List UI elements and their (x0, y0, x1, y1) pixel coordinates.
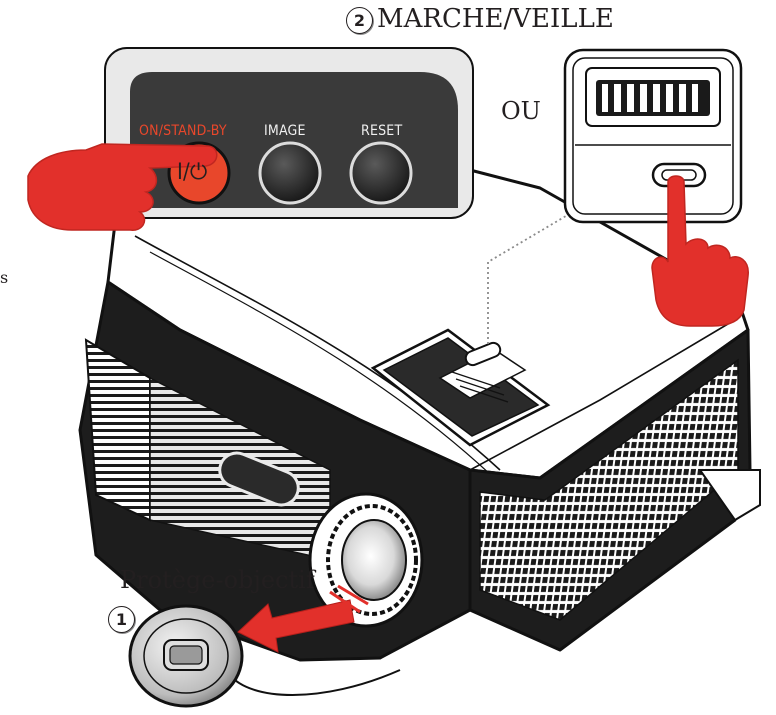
control-panel-callout (104, 47, 474, 219)
arrow-icon (237, 584, 369, 653)
lens-cap (128, 604, 401, 708)
ir-receiver-window (218, 451, 300, 507)
hand-pressing-icon (651, 175, 749, 327)
image-button (258, 141, 322, 205)
reset-button-label: RESET (361, 123, 403, 139)
projector-top-contour (149, 251, 493, 477)
power-step-title: MARCHE/VEILLE (377, 4, 614, 34)
hand-pointing-icon (27, 143, 218, 231)
keypad-callout (563, 48, 743, 224)
focus-ring (602, 84, 698, 112)
power-button-symbol: I/⏻ (177, 160, 208, 185)
alternative-label: OU (501, 97, 541, 125)
keypad-power-button (464, 341, 502, 367)
image-button-label: IMAGE (264, 123, 306, 139)
projector-keypad (370, 328, 551, 447)
power-button-label: ON/STAND-BY (139, 123, 227, 139)
step-badge-lens-cap: 1 (108, 606, 135, 633)
step-badge-power: 2 (346, 7, 373, 34)
lens-cap-label: Protège-objectif (120, 566, 315, 594)
reset-button (349, 141, 413, 205)
projector (78, 168, 761, 708)
projector-lens (308, 492, 424, 628)
projector-foot (698, 469, 761, 522)
svg-text:s: s (0, 268, 8, 287)
projector-top-contour (469, 317, 739, 471)
